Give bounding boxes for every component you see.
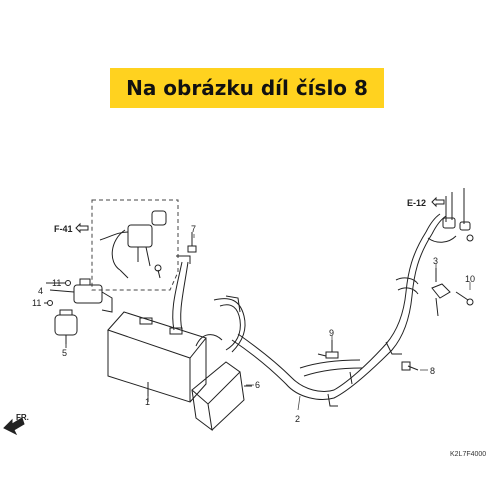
part-11-screw-lower [44,300,53,306]
e12-ref-arrow [431,196,445,208]
callout-1: 1 [145,397,150,407]
callout-11-upper: 11 [52,278,61,288]
part-3-clamp [431,268,451,317]
part-8-bolt [401,361,419,371]
part-4-relay [49,278,113,313]
e12-terminal-cluster [427,188,474,243]
title-banner: Na obrázku díl číslo 8 [110,68,384,108]
part-7-bolt [187,232,197,253]
callout-11-lower: 11 [32,298,41,308]
callout-6: 6 [255,380,260,390]
front-direction-label: FR. [16,413,29,422]
callout-10: 10 [465,274,475,284]
callout-3: 3 [433,256,438,266]
part-10-bolt [455,291,474,306]
callout-2: 2 [295,414,300,424]
relay-inset [91,199,179,291]
ref-label-e12: E-12 [407,198,426,208]
front-direction-arrow [3,417,25,436]
leader-lines [65,234,471,411]
part-1-battery [107,311,207,403]
callout-7: 7 [191,224,196,234]
part-9-bolt [317,340,339,359]
part-2-harness [231,213,447,407]
callout-9: 9 [329,328,334,338]
callout-5: 5 [62,348,67,358]
diagram-code: K2L7F4000 [450,451,486,458]
part-5-relay [54,309,78,348]
battery-cables [172,255,246,353]
ref-label-f41: F-41 [54,224,73,234]
part-11-screw-upper [46,280,71,286]
f41-ref-arrow [75,222,89,234]
banner-text: Na obrázku díl číslo 8 [126,76,368,100]
part-6-cover [191,361,252,432]
callout-4: 4 [38,286,43,296]
part-7-bolt-lower [157,269,161,279]
callout-8: 8 [430,366,435,376]
